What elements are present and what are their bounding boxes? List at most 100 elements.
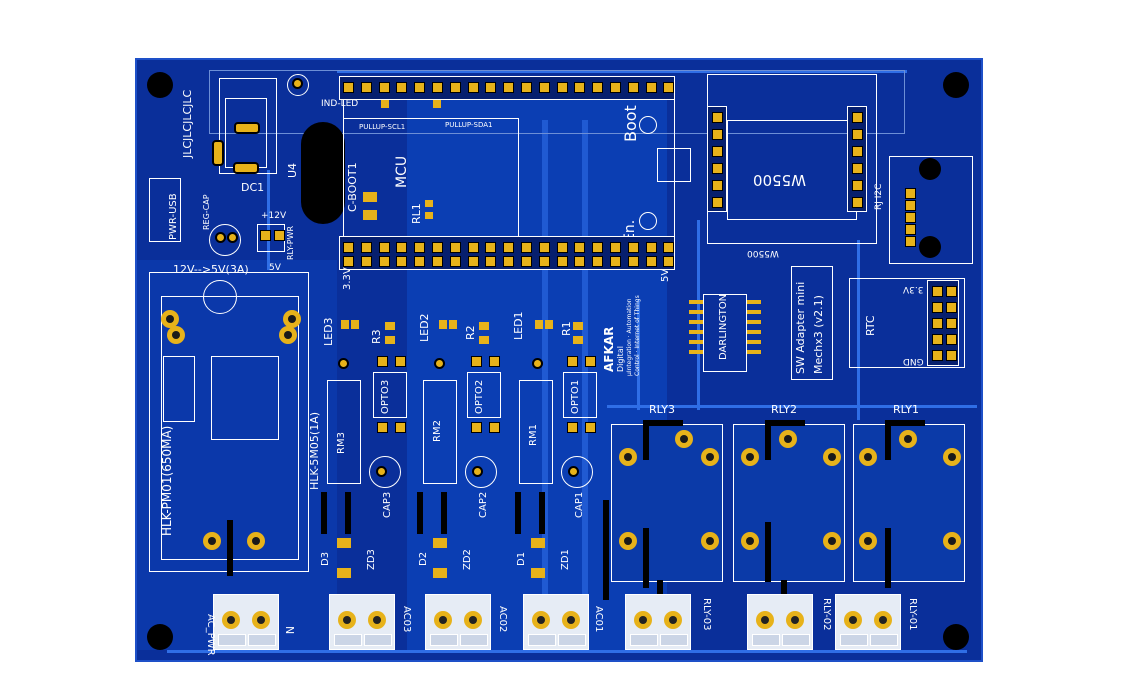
- trace: [337, 70, 907, 73]
- rly2-label: RLY2: [771, 403, 798, 416]
- header-pin: [556, 256, 568, 267]
- r2-label: R2: [464, 325, 477, 340]
- darlington-pin: [689, 330, 703, 334]
- ac02-label: AC02: [497, 606, 508, 633]
- terminal-ac03: [329, 594, 395, 650]
- header-pin: [538, 82, 550, 93]
- pullup-pad: [381, 100, 389, 108]
- relay-pad: [859, 448, 877, 466]
- darlington-pin: [689, 350, 703, 354]
- v33-label: 3.3V: [342, 267, 353, 290]
- dc-jack-pad: [234, 122, 260, 134]
- plus12v-label: +12V: [261, 211, 287, 221]
- rm3: [327, 380, 361, 484]
- header-pin: [645, 82, 657, 93]
- zd3-label: ZD3: [366, 549, 377, 570]
- header-pin: [905, 212, 916, 223]
- header-pin: [414, 82, 426, 93]
- hlk-pm01-circle: [203, 280, 237, 314]
- button-frame: [657, 148, 691, 182]
- reg-cap-label: REG-CAP: [202, 194, 211, 230]
- led1-pad: [545, 320, 553, 329]
- r2-pad: [479, 336, 489, 344]
- opto2-pad: [471, 356, 482, 367]
- header-pin: [712, 180, 723, 191]
- board-title: SW Adapter mini: [794, 281, 807, 374]
- en-button[interactable]: [639, 212, 657, 230]
- header-pin: [852, 163, 863, 174]
- header-pin: [627, 256, 639, 267]
- relay-pad: [701, 532, 719, 550]
- hlk-pm01-box: [163, 356, 195, 422]
- opto2-label: OPTO2: [474, 379, 485, 414]
- header-pin: [343, 242, 354, 253]
- relay-pad: [943, 448, 961, 466]
- header-pin: [905, 188, 916, 199]
- header-pin: [574, 82, 586, 93]
- opto2-pad: [489, 356, 500, 367]
- led3-pad: [341, 320, 349, 329]
- relay-output-trace: [603, 500, 609, 600]
- cap-pad: [472, 466, 483, 477]
- header-pin: [274, 230, 285, 241]
- rm3-trace: [345, 492, 351, 534]
- header-pin: [485, 82, 497, 93]
- header-pin: [905, 224, 916, 235]
- header-pin: [378, 256, 390, 267]
- rm3-trace: [321, 492, 327, 534]
- header-pin: [592, 256, 604, 267]
- terminal-rly-03: [625, 594, 691, 650]
- relay-output-trace: [643, 528, 649, 588]
- boot-button[interactable]: [639, 116, 657, 134]
- terminal-rly-02: [747, 594, 813, 650]
- hlk-pm01-pad: [167, 326, 185, 344]
- pullup-sda-label: PULLUP-SDA1: [445, 121, 493, 129]
- u4-regulator: [301, 122, 345, 224]
- r3-pad: [385, 336, 395, 344]
- rly1-label: RLY1: [893, 403, 920, 416]
- zd2-label: ZD2: [462, 549, 473, 570]
- header-pin: [467, 82, 479, 93]
- header-pin: [378, 242, 390, 253]
- rm2-trace: [441, 492, 447, 534]
- header-pin: [946, 302, 957, 313]
- opto2-pad: [489, 422, 500, 433]
- header-pin: [946, 318, 957, 329]
- header-pin: [852, 146, 863, 157]
- hlk-pm01-pad: [161, 310, 179, 328]
- ac03-label: AC03: [401, 606, 412, 633]
- led3-label: LED3: [322, 317, 335, 346]
- rm1: [519, 380, 553, 484]
- header-pin: [946, 286, 957, 297]
- opto3-pad: [377, 356, 388, 367]
- cap3-label: CAP3: [382, 491, 393, 518]
- opto3-pad: [395, 422, 406, 433]
- header-pin: [396, 242, 408, 253]
- opto1-pad: [585, 422, 596, 433]
- opto3-label: OPTO3: [380, 379, 391, 414]
- r1-pad: [573, 322, 583, 330]
- rtc-33v-label: 3.3V: [903, 284, 924, 294]
- header-pin: [663, 242, 675, 253]
- relay-output-trace: [765, 522, 771, 582]
- rtc-label: RTC: [864, 315, 877, 336]
- header-pin: [432, 82, 443, 93]
- pullup-scl-label: PULLUP-SCL1: [359, 123, 406, 131]
- header-pin: [485, 242, 497, 253]
- trace: [607, 405, 977, 408]
- header-pin: [360, 242, 372, 253]
- relay-pad: [899, 430, 917, 448]
- w5500-inner: [727, 120, 857, 220]
- w5500-label-top: W5500: [753, 171, 807, 189]
- darlington-label: DARLINGTON: [718, 293, 729, 360]
- header-pin: [503, 242, 515, 253]
- rm3-label: RM3: [336, 432, 347, 454]
- hlk-pm01-trace: [227, 520, 233, 576]
- header-pin: [712, 197, 723, 208]
- opto1-pad: [567, 422, 578, 433]
- title-box: [791, 266, 833, 380]
- cap-pad: [568, 466, 579, 477]
- header-pin: [932, 286, 943, 297]
- header-pin: [485, 256, 497, 267]
- pullup-pad: [433, 100, 441, 108]
